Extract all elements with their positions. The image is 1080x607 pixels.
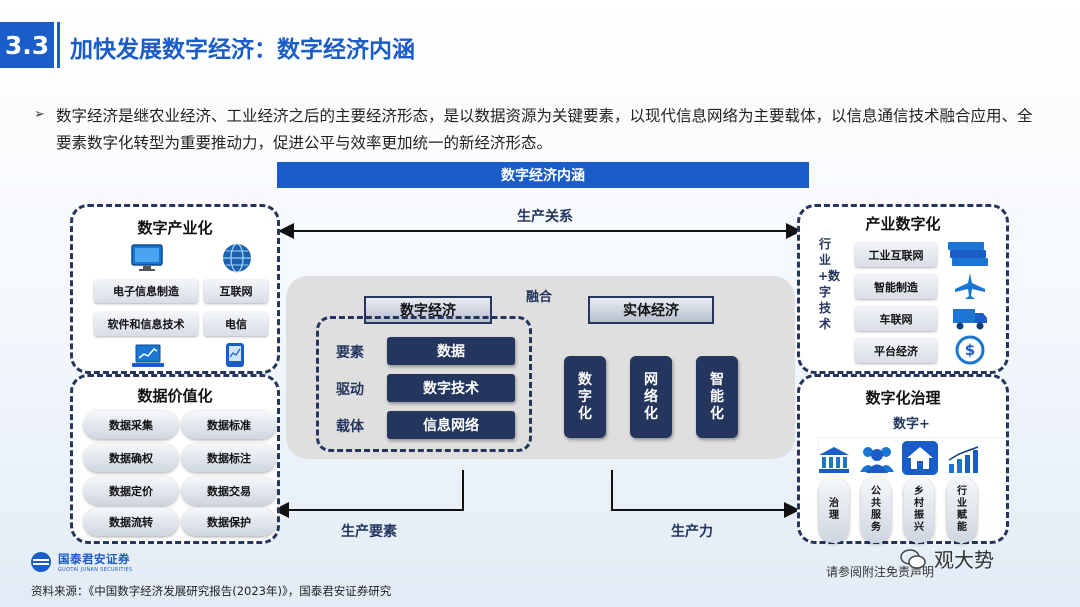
pill-data-rights: 数据确权: [84, 444, 178, 472]
home-icon: [902, 441, 938, 475]
logo-emblem-icon: [31, 552, 51, 572]
production-factors-label: 生产要素: [341, 524, 397, 540]
tag-platform-economy: 平台经济: [855, 338, 937, 363]
row-value-digital-tech: 数字技术: [387, 374, 515, 402]
logo-name-en: GUOTAI JUNAN SECURITIES: [58, 567, 133, 573]
money-stack-icon: [948, 242, 988, 266]
intro-paragraph: 数字经济是继农业经济、工业经济之后的主要经济形态，是以数据资源为关键要素，以现代…: [56, 107, 1033, 152]
tag-smart-manufacturing: 智能制造: [855, 274, 937, 299]
fusion-label: 融合: [526, 290, 553, 305]
pill-data-protection: 数据保护: [182, 508, 276, 536]
globe-icon: [223, 243, 251, 273]
growth-chart-icon: [948, 446, 979, 473]
pill-data-circulation: 数据流转: [84, 508, 178, 536]
wechat-icon: [900, 548, 926, 569]
productivity-arrow: [611, 470, 800, 518]
watermark: 观大势: [900, 544, 994, 573]
disclaimer-note: 请参阅附注免责声明: [826, 565, 935, 579]
tablet-icon: [226, 343, 244, 367]
pill-public-service: 公共服务: [861, 477, 891, 543]
real-economy-box: 实体经济: [588, 296, 714, 324]
productivity-label: 生产力: [671, 524, 713, 540]
panel-title: 产业数字化: [865, 215, 941, 233]
tag-electronics: 电子信息制造: [94, 279, 198, 303]
pill-data-labeling: 数据标注: [182, 444, 276, 472]
production-relations-label: 生产关系: [517, 209, 573, 225]
company-logo: 国泰君安证券 GUOTAI JUNAN SECURITIES: [30, 551, 132, 573]
core-elements-group: [316, 316, 532, 452]
logo-name: 国泰君安证券: [58, 552, 130, 566]
production-factors-arrow: [273, 470, 464, 518]
panel-title: 数据价值化: [137, 387, 213, 405]
tag-telecom: 电信: [204, 312, 268, 336]
svg-text:$: $: [965, 341, 975, 359]
source-note: 资料来源：《中国数字经济发展研究报告(2023年)》，国泰君安证券研究: [31, 584, 392, 598]
row-label-element: 要素: [336, 345, 364, 361]
row-label-driver: 驱动: [336, 382, 364, 398]
digitalization-box: 数字化: [564, 356, 606, 438]
networking-box: 网络化: [630, 356, 672, 438]
pill-data-standard: 数据标准: [182, 411, 276, 439]
tag-industrial-internet: 工业互联网: [855, 242, 937, 267]
pill-governance: 治理: [819, 477, 849, 543]
intelligentization-box: 智能化: [696, 356, 738, 438]
pill-data-trading: 数据交易: [182, 477, 276, 505]
laptop-chart-icon: [132, 344, 164, 367]
pill-data-pricing: 数据定价: [84, 477, 178, 505]
digital-plus-label: 数字+: [893, 417, 930, 432]
digital-economy-box: 数字经济: [364, 296, 492, 324]
airplane-icon: [955, 273, 985, 299]
row-label-carrier: 载体: [336, 419, 364, 435]
header-divider: [57, 22, 60, 68]
pill-rural-revitalization: 乡村振兴: [904, 477, 934, 543]
page-title: 加快发展数字经济：数字经济内涵: [70, 37, 415, 63]
monitor-icon: [131, 244, 163, 271]
tag-internet: 互联网: [204, 279, 268, 303]
government-building-icon: [819, 447, 849, 473]
tag-connected-vehicles: 车联网: [855, 306, 937, 331]
tag-software: 软件和信息技术: [94, 312, 198, 336]
row-value-data: 数据: [387, 337, 515, 365]
pill-data-collection: 数据采集: [84, 411, 178, 439]
currency-exchange-icon: $: [955, 335, 985, 365]
panel-title: 数字化治理: [865, 389, 941, 407]
diagram-banner: 数字经济内涵: [277, 162, 809, 188]
panel-title: 数字产业化: [137, 219, 213, 237]
truck-icon: [953, 309, 987, 330]
pill-industry-empowerment: 行业赋能: [947, 477, 977, 543]
row-value-info-network: 信息网络: [387, 411, 515, 439]
bullet-arrow-icon: ➢: [34, 107, 45, 122]
people-group-icon: [860, 447, 894, 473]
industry-plus-tech-label: 行业+数字技术: [818, 237, 841, 331]
section-number: 3.3: [0, 22, 54, 68]
